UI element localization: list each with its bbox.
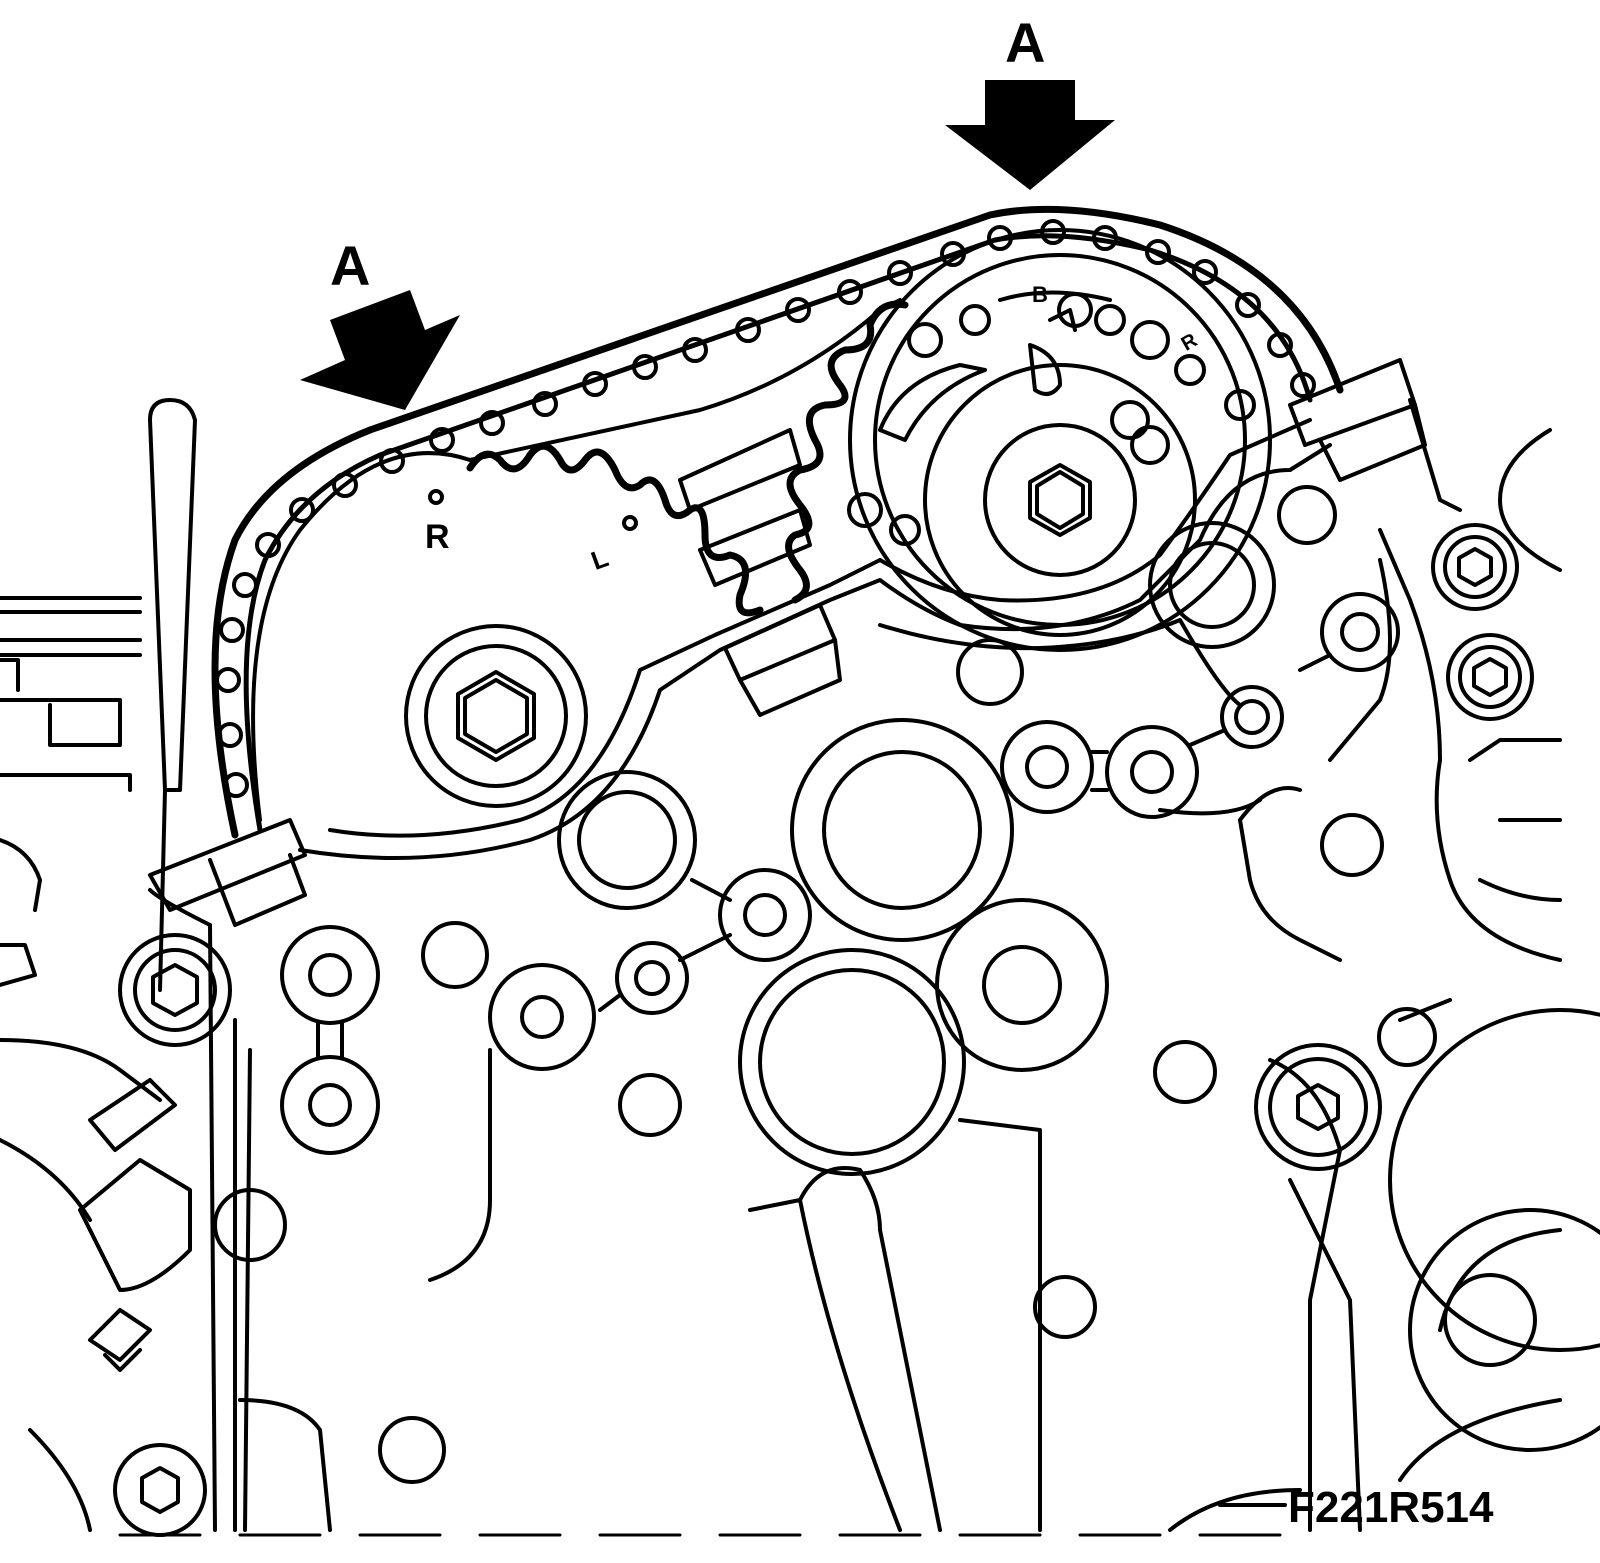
timing-chain (211, 205, 1344, 839)
left-bracket (0, 398, 197, 1532)
tensioner-spring (466, 300, 909, 617)
cover-bolts (113, 523, 1534, 1537)
right-cam-sprocket (847, 228, 1272, 652)
right-sprocket-mark-b: B (1032, 282, 1048, 307)
left-sprocket-mark-l: L (587, 542, 612, 576)
left-cam-sprocket (251, 298, 902, 822)
figure-reference: F221R514 (1288, 1483, 1494, 1532)
arrow-right (945, 80, 1115, 190)
lower-arm (748, 1118, 1042, 1532)
front-cover (148, 398, 1562, 1532)
tensioner-body (678, 428, 812, 587)
cover-holes (213, 485, 1600, 1484)
arrow-left (300, 290, 460, 410)
arrow-left-label: A (330, 234, 370, 297)
arrow-right-label: A (1005, 11, 1045, 74)
left-sprocket-mark-r: R (425, 518, 450, 556)
right-sprocket-mark-r: R (1178, 329, 1202, 356)
chain-guides (148, 358, 1427, 927)
